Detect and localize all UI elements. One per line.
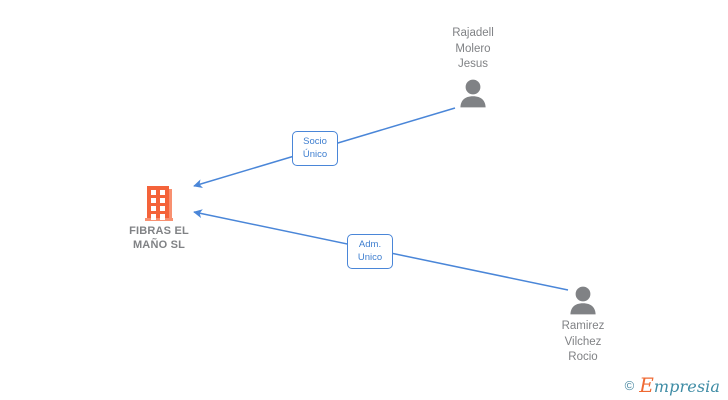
edge-label-line1: Socio [303,136,327,147]
person-name-line3: Jesus [457,58,489,70]
building-icon-wrap [98,180,220,222]
building-icon [145,186,173,221]
person-name-line3: Rocio [568,351,598,363]
person-name-line1: Rajadell [452,27,494,39]
edge-label-line1: Adm. [358,239,382,250]
person-name-line1: Ramirez [561,320,605,332]
person-name-line2: Vilchez [564,335,602,348]
edge-label-adm-unico[interactable]: Adm. Unico [347,234,393,269]
node-person-rajadell-molero-jesus[interactable]: Rajadell Molero Jesus [413,26,533,108]
copyright-icon: © [624,377,635,393]
person-name-ramirez-vilchez-rocio: Ramirez Vilchez Rocio [523,319,643,366]
company-name-line2: MAÑO SL [132,239,186,251]
person-icon-wrap [523,283,643,315]
brand-logo-text: Empresia [639,375,720,395]
person-name-line2: Molero [455,42,491,55]
company-name-line1: FIBRAS EL [129,225,189,237]
person-icon [570,286,596,315]
person-icon-wrap [413,76,533,108]
brand-initial: E [639,373,654,397]
person-icon [460,79,486,107]
node-company[interactable]: FIBRAS EL MAÑO SL [98,180,220,252]
watermark-empresia: © Empresia [625,375,720,395]
brand-rest: mpresia [653,377,720,396]
edge-label-socio-unico[interactable]: Socio Único [292,131,338,166]
edge-label-line2: Unico [357,252,383,263]
node-person-ramirez-vilchez-rocio[interactable]: Ramirez Vilchez Rocio [523,283,643,366]
company-name: FIBRAS EL MAÑO SL [98,224,220,252]
edge-label-line2: Único [302,149,328,160]
person-name-rajadell-molero-jesus: Rajadell Molero Jesus [413,26,533,73]
